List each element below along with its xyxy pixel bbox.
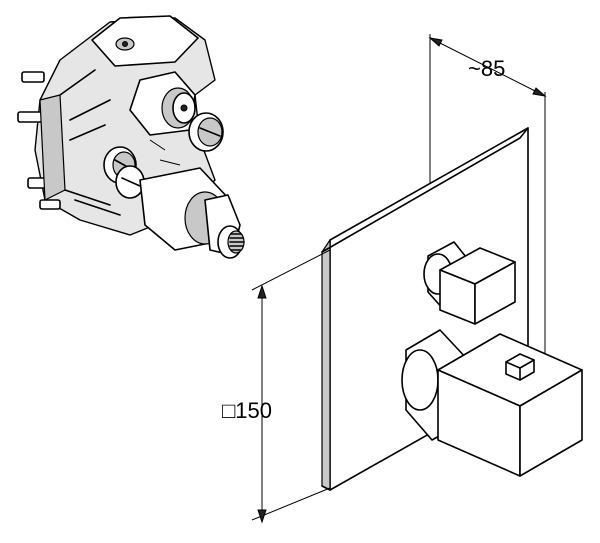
plate-size-dimension: □150 — [222, 249, 331, 524]
plate-size-label: □150 — [222, 398, 272, 423]
depth-label: ~85 — [468, 56, 505, 81]
depth-dimension: ~85 — [428, 34, 547, 372]
thermostat-knob — [401, 329, 583, 477]
valve-body-illustration — [17, 15, 245, 259]
diverter-knob — [423, 241, 516, 325]
